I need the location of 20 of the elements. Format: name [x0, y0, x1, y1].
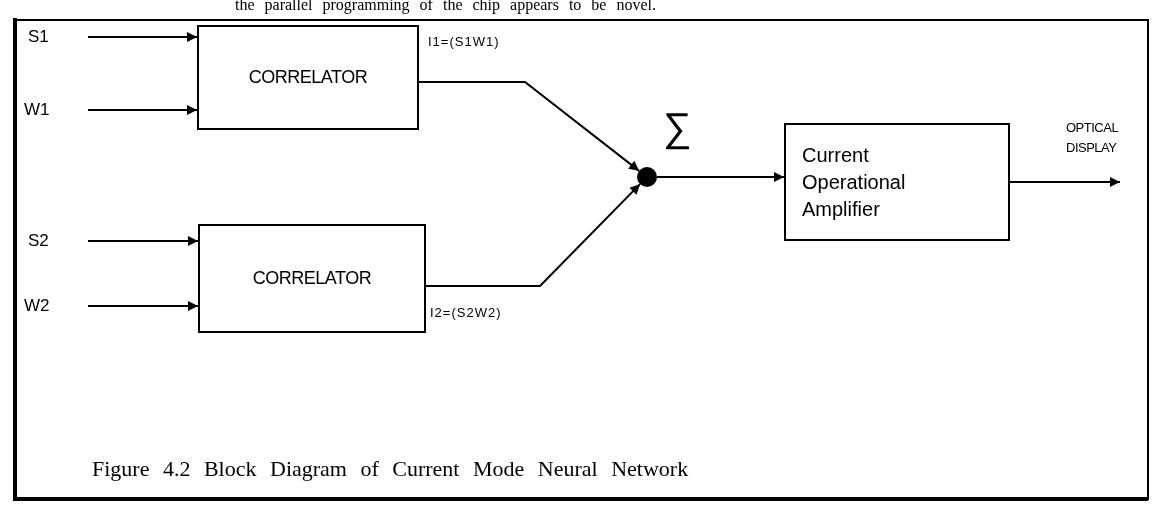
input-signal-label: S2 — [28, 228, 88, 254]
figure-caption: Figure 4.2 Block Diagram of Current Mode Neural Network — [92, 456, 689, 482]
amplifier-box: Current Operational Amplifier — [784, 123, 1010, 241]
arrow — [656, 172, 785, 182]
input-signal-label: S1 — [28, 24, 88, 50]
arrow — [418, 81, 641, 172]
input-signal-label: W2 — [24, 293, 88, 319]
arrow — [87, 105, 198, 115]
arrow — [425, 183, 641, 287]
arrow — [1009, 177, 1121, 187]
correlator-box: CORRELATOR — [197, 25, 419, 130]
arrow — [87, 236, 199, 246]
edge-label: I1=(S1W1) — [428, 34, 500, 49]
arrow — [87, 301, 199, 311]
correlator-box: CORRELATOR — [198, 224, 426, 333]
edge-label: I2=(S2W2) — [430, 305, 502, 320]
arrow — [87, 32, 198, 42]
output-label: OPTICAL DISPLAY — [1066, 119, 1120, 157]
input-signal-label: W1 — [24, 97, 88, 123]
summing-junction — [637, 167, 657, 187]
